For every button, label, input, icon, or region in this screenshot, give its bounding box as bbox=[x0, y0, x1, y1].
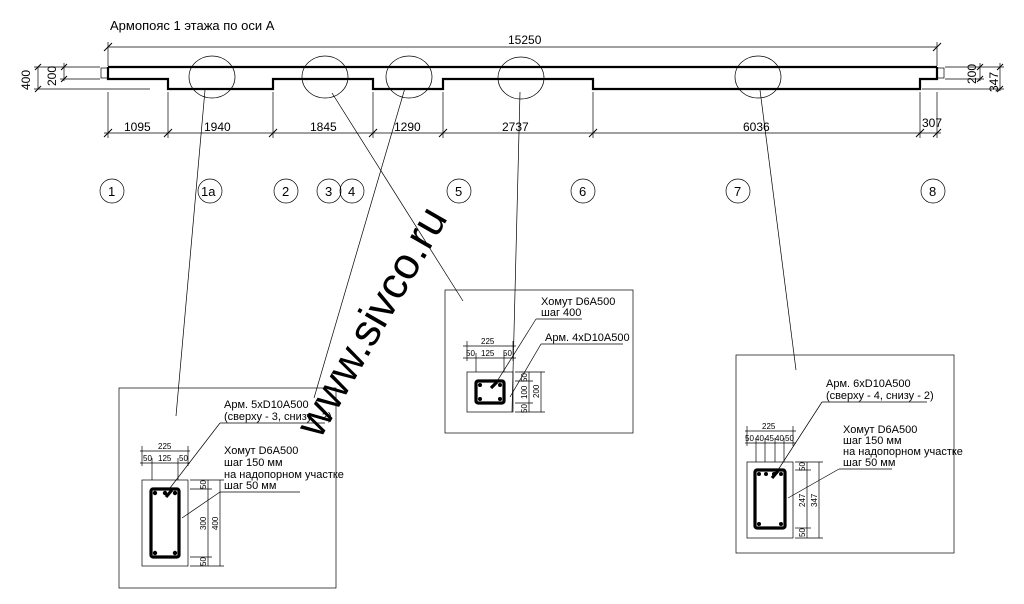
segment-label-1: 1095 bbox=[124, 120, 151, 134]
middle-height-part-1: 50 bbox=[520, 373, 529, 382]
axis-label-6: 6 bbox=[579, 184, 586, 199]
right-stirrup bbox=[753, 468, 787, 530]
right-rebar-note-line1: Арм. 6хD10A500 bbox=[826, 378, 911, 390]
left-rebar-bars bbox=[152, 490, 178, 556]
right-stirrup-note-line4: шаг 50 мм bbox=[843, 457, 895, 469]
middle-height-part-2: 100 bbox=[520, 385, 529, 399]
left-rebar-note-line2: (сверху - 3, снизу - 2) bbox=[224, 411, 332, 423]
segment-label-2: 1940 bbox=[204, 120, 231, 134]
watermark: www.sivco.ru bbox=[286, 198, 457, 446]
right-width-part-1: 50 bbox=[745, 434, 754, 443]
left-height-inner-label: 200 bbox=[45, 66, 59, 86]
section-middle-frame bbox=[444, 289, 634, 434]
middle-section-outline bbox=[466, 371, 514, 413]
middle-height-total: 200 bbox=[532, 384, 541, 398]
right-width-part-3: 45 bbox=[765, 434, 774, 443]
right-height-inner-label: 200 bbox=[965, 64, 979, 84]
segment-label-6: 6036 bbox=[743, 120, 770, 134]
left-stirrup-note-line4: шаг 50 мм bbox=[224, 480, 276, 492]
right-width-part-4: 40 bbox=[775, 434, 784, 443]
left-width-part-3: 50 bbox=[179, 454, 188, 463]
axis-label-3: 3 bbox=[325, 184, 332, 199]
axis-label-1: 1 bbox=[108, 184, 115, 199]
right-stirrup-note-line3: на надопорном участке bbox=[843, 446, 963, 458]
axis-label-5: 5 bbox=[455, 184, 462, 199]
callout-circle-2 bbox=[301, 55, 349, 99]
right-section-outline bbox=[746, 461, 794, 539]
right-height-part-3: 50 bbox=[798, 528, 807, 537]
segment-label-4: 1290 bbox=[394, 120, 421, 134]
left-height-part-3: 50 bbox=[199, 557, 208, 566]
middle-stirrup bbox=[474, 379, 506, 405]
left-stirrup-note-line1: Хомут D6A500 bbox=[224, 445, 298, 457]
right-stirrup-note-line2: шаг 150 мм bbox=[843, 435, 902, 447]
left-stirrup bbox=[149, 487, 181, 559]
section-right: Арм. 6хD10A500 (сверху - 4, снизу - 2) Х… bbox=[735, 354, 963, 554]
middle-stirrup-note-line2: шаг 400 bbox=[541, 307, 581, 319]
middle-width-part-3: 50 bbox=[503, 349, 512, 358]
middle-rebar-bars bbox=[478, 383, 502, 401]
drawing-title: Армопояс 1 этажа по оси А bbox=[110, 18, 275, 33]
leader-lines bbox=[175, 87, 797, 417]
left-height-outer-label: 400 bbox=[19, 70, 33, 90]
middle-width-part-1: 50 bbox=[466, 349, 475, 358]
right-stirrup-note-line1: Хомут D6A500 bbox=[843, 424, 917, 436]
left-section-outline bbox=[141, 479, 189, 567]
middle-stirrup-note-line1: Хомут D6A500 bbox=[541, 296, 615, 308]
section-left-frame bbox=[118, 387, 337, 589]
callout-circle-1 bbox=[188, 55, 236, 99]
axis-label-4: 4 bbox=[348, 184, 355, 199]
callout-circle-3 bbox=[385, 55, 433, 99]
beam-elevation: 15250 400 200 200 347 bbox=[19, 33, 1004, 138]
left-stirrup-note-line2: шаг 150 мм bbox=[224, 457, 283, 469]
right-width-part-2: 40 bbox=[755, 434, 764, 443]
section-left: Арм. 5хD10A500 (сверху - 3, снизу - 2) Х… bbox=[118, 387, 344, 589]
segment-label-7: 307 bbox=[922, 116, 942, 130]
right-width-total: 225 bbox=[762, 422, 776, 431]
left-width-total: 225 bbox=[158, 442, 172, 451]
left-height-part-2: 300 bbox=[199, 516, 208, 530]
left-stirrup-note-line3: на надопорном участке bbox=[224, 469, 344, 481]
section-middle: Хомут D6A500 шаг 400 Арм. 4хD10A500 225 … bbox=[444, 289, 634, 434]
axis-markers: 1 1а 2 3 4 5 6 7 8 bbox=[99, 178, 946, 204]
segment-label-3: 1845 bbox=[310, 120, 337, 134]
right-height-total: 347 bbox=[810, 493, 819, 507]
right-height-part-1: 50 bbox=[798, 462, 807, 471]
middle-rebar-note: Арм. 4хD10A500 bbox=[545, 332, 630, 344]
axis-label-7: 7 bbox=[734, 184, 741, 199]
left-rebar-note-line1: Арм. 5хD10A500 bbox=[224, 399, 309, 411]
right-rebar-bars bbox=[757, 472, 783, 526]
segment-label-5: 2737 bbox=[502, 120, 529, 134]
right-height-part-2: 247 bbox=[798, 493, 807, 507]
left-height-part-1: 50 bbox=[199, 480, 208, 489]
axis-label-1a: 1а bbox=[201, 184, 216, 199]
overall-length-label: 15250 bbox=[508, 33, 542, 47]
middle-width-part-2: 125 bbox=[481, 349, 495, 358]
section-right-frame bbox=[735, 354, 955, 554]
middle-height-part-3: 50 bbox=[520, 404, 529, 413]
right-width-part-5: 50 bbox=[785, 434, 794, 443]
left-height-total: 400 bbox=[211, 516, 220, 530]
left-width-part-2: 125 bbox=[158, 454, 172, 463]
middle-width-total: 225 bbox=[481, 337, 495, 346]
callout-circle-4 bbox=[497, 56, 545, 100]
right-height-outer-label: 347 bbox=[987, 72, 1001, 92]
right-rebar-note-line2: (сверху - 4, снизу - 2) bbox=[826, 390, 934, 402]
callout-circle-5 bbox=[734, 55, 782, 99]
axis-label-2: 2 bbox=[282, 184, 289, 199]
left-width-part-1: 50 bbox=[143, 454, 152, 463]
axis-label-8: 8 bbox=[929, 184, 936, 199]
